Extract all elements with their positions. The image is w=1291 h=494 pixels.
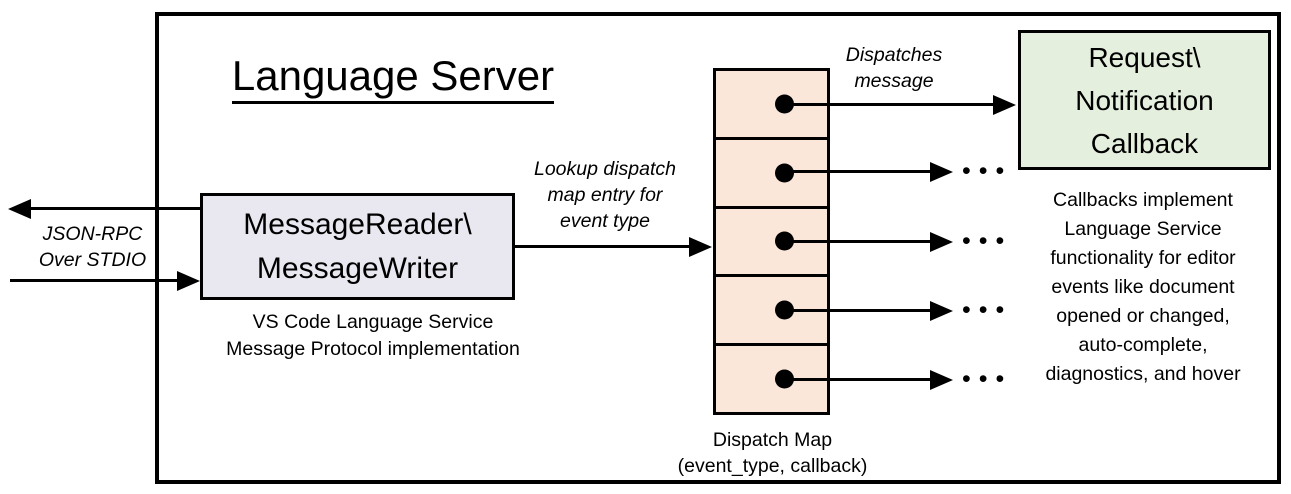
ellipsis-dots: ••• bbox=[962, 227, 1013, 255]
callbacks-note-line: opened or changed, bbox=[1056, 305, 1230, 327]
callbacks-note: Callbacks implement Language Service fun… bbox=[1003, 186, 1283, 389]
callback-node-line3: Callback bbox=[1090, 127, 1199, 159]
dispatch-dot-icon bbox=[775, 369, 794, 389]
dispatch-map-row bbox=[716, 346, 827, 412]
ellipsis-dots: ••• bbox=[962, 157, 1013, 185]
callbacks-note-line: Callbacks implement bbox=[1053, 189, 1233, 211]
arrow-head-right-icon bbox=[930, 162, 953, 182]
callback-node-line1: Request\ bbox=[1088, 41, 1201, 73]
arrow-head-right-icon bbox=[177, 271, 200, 291]
dispatch-map-row bbox=[716, 277, 827, 347]
dispatch-map-row bbox=[716, 71, 827, 140]
message-node-caption-line2: Message Protocol implementation bbox=[226, 338, 520, 360]
json-rpc-label-line2: Over STDIO bbox=[38, 249, 147, 271]
lookup-label-line2: map entry for bbox=[547, 184, 663, 206]
dispatch-map-row bbox=[716, 209, 827, 278]
dispatch-map-caption: Dispatch Map (event_type, callback) bbox=[655, 427, 890, 479]
dispatch-dot-icon bbox=[775, 231, 794, 251]
arrow-line bbox=[785, 103, 995, 106]
callbacks-note-line: auto-complete, bbox=[1078, 334, 1208, 356]
arrow-head-right-icon bbox=[930, 232, 953, 252]
diagram-title: Language Server bbox=[227, 52, 559, 104]
dispatch-dot-icon bbox=[775, 300, 794, 320]
diagram-title-text: Language Server bbox=[231, 52, 555, 104]
arrow-head-left-icon bbox=[8, 199, 31, 219]
message-node-line1: MessageReader\ bbox=[243, 207, 472, 241]
arrow-line bbox=[785, 378, 932, 381]
callbacks-note-line: events like document bbox=[1051, 276, 1235, 298]
arrow-line bbox=[28, 207, 200, 210]
dispatches-label-line1: Dispatches bbox=[845, 44, 943, 66]
json-rpc-label: JSON-RPC Over STDIO bbox=[15, 221, 170, 273]
ellipsis-dots: ••• bbox=[962, 296, 1013, 324]
message-node-caption: VS Code Language Service Message Protoco… bbox=[188, 309, 558, 363]
lookup-label-line1: Lookup dispatch bbox=[533, 158, 677, 180]
arrow-head-right-icon bbox=[930, 301, 953, 321]
arrow-line bbox=[785, 309, 932, 312]
callbacks-note-line: Language Service bbox=[1064, 218, 1222, 240]
arrow-line bbox=[785, 170, 932, 173]
arrow-line bbox=[10, 279, 179, 282]
message-reader-writer-node: MessageReader\ MessageWriter bbox=[200, 193, 515, 300]
dispatch-map-row bbox=[716, 140, 827, 209]
callbacks-note-line: diagnostics, and hover bbox=[1045, 363, 1241, 385]
arrow-line bbox=[785, 240, 932, 243]
dispatch-map-caption-line2: (event_type, callback) bbox=[677, 455, 868, 477]
arrow-head-right-icon bbox=[930, 370, 953, 390]
message-node-line2: MessageWriter bbox=[256, 251, 459, 285]
message-node-caption-line1: VS Code Language Service bbox=[252, 311, 494, 333]
lookup-label: Lookup dispatch map entry for event type bbox=[515, 156, 695, 234]
dispatches-message-label: Dispatches message bbox=[814, 42, 974, 94]
request-notification-callback-node: Request\ Notification Callback bbox=[1018, 30, 1271, 170]
callback-node-line2: Notification bbox=[1075, 84, 1214, 116]
ellipsis-dots: ••• bbox=[962, 365, 1013, 393]
arrow-line bbox=[515, 245, 691, 248]
arrow-head-right-icon bbox=[993, 95, 1016, 115]
dispatches-label-line2: message bbox=[854, 70, 934, 92]
dispatch-dot-icon bbox=[775, 94, 794, 114]
callbacks-note-line: functionality for editor bbox=[1050, 247, 1236, 269]
dispatch-dot-icon bbox=[775, 163, 794, 183]
json-rpc-label-line1: JSON-RPC bbox=[42, 223, 143, 245]
arrow-head-right-icon bbox=[689, 237, 712, 257]
dispatch-map-caption-line1: Dispatch Map bbox=[712, 429, 833, 451]
lookup-label-line3: event type bbox=[560, 210, 650, 232]
